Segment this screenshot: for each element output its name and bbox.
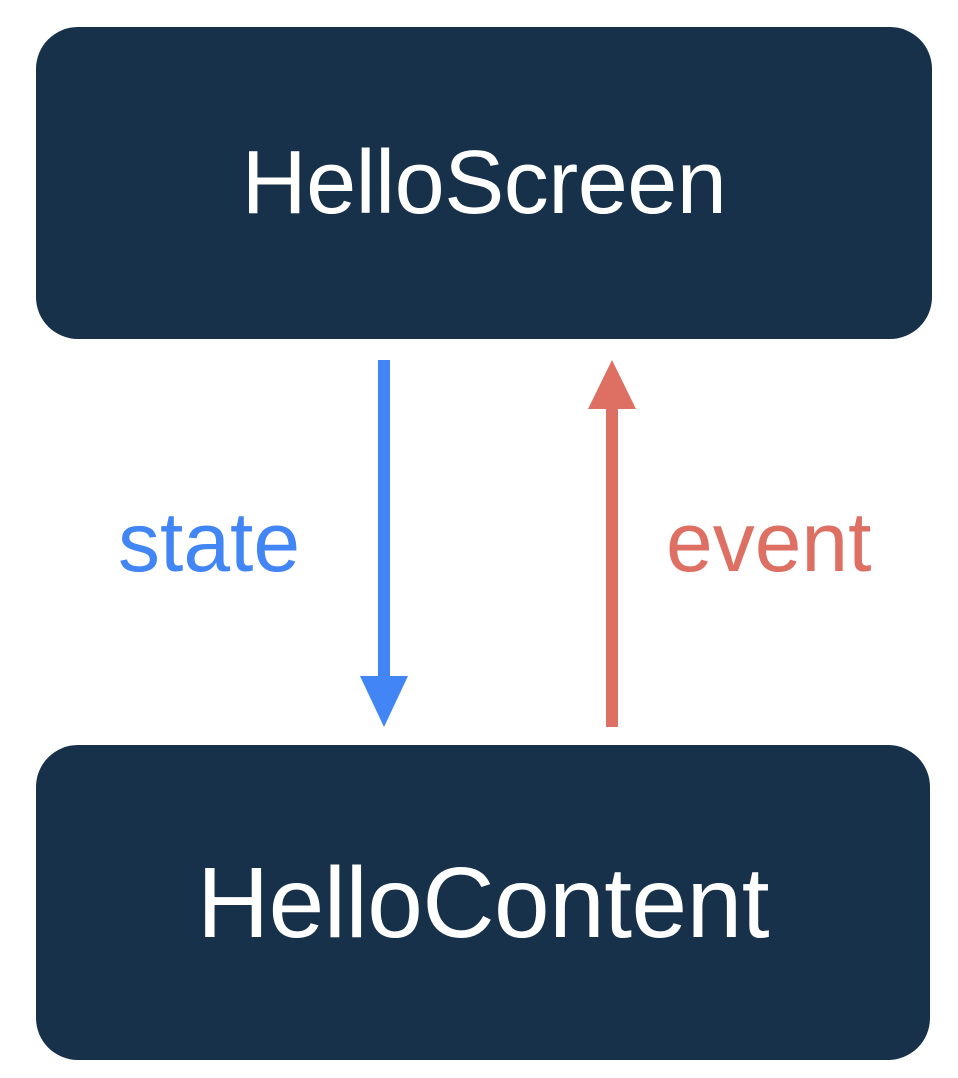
state-arrow-head-icon bbox=[360, 676, 408, 727]
edge-label-event: event bbox=[666, 495, 872, 589]
node-hello-screen[interactable]: HelloScreen bbox=[36, 27, 932, 339]
event-arrow-shaft bbox=[606, 408, 618, 727]
node-hello-screen-label: HelloScreen bbox=[241, 133, 727, 233]
event-arrow-head-icon bbox=[588, 360, 636, 409]
event-arrow bbox=[588, 360, 636, 727]
state-arrow bbox=[360, 360, 408, 727]
node-hello-content[interactable]: HelloContent bbox=[36, 745, 930, 1060]
state-arrow-shaft bbox=[378, 360, 390, 678]
edge-label-state: state bbox=[118, 495, 301, 589]
node-hello-content-label: HelloContent bbox=[196, 846, 770, 959]
